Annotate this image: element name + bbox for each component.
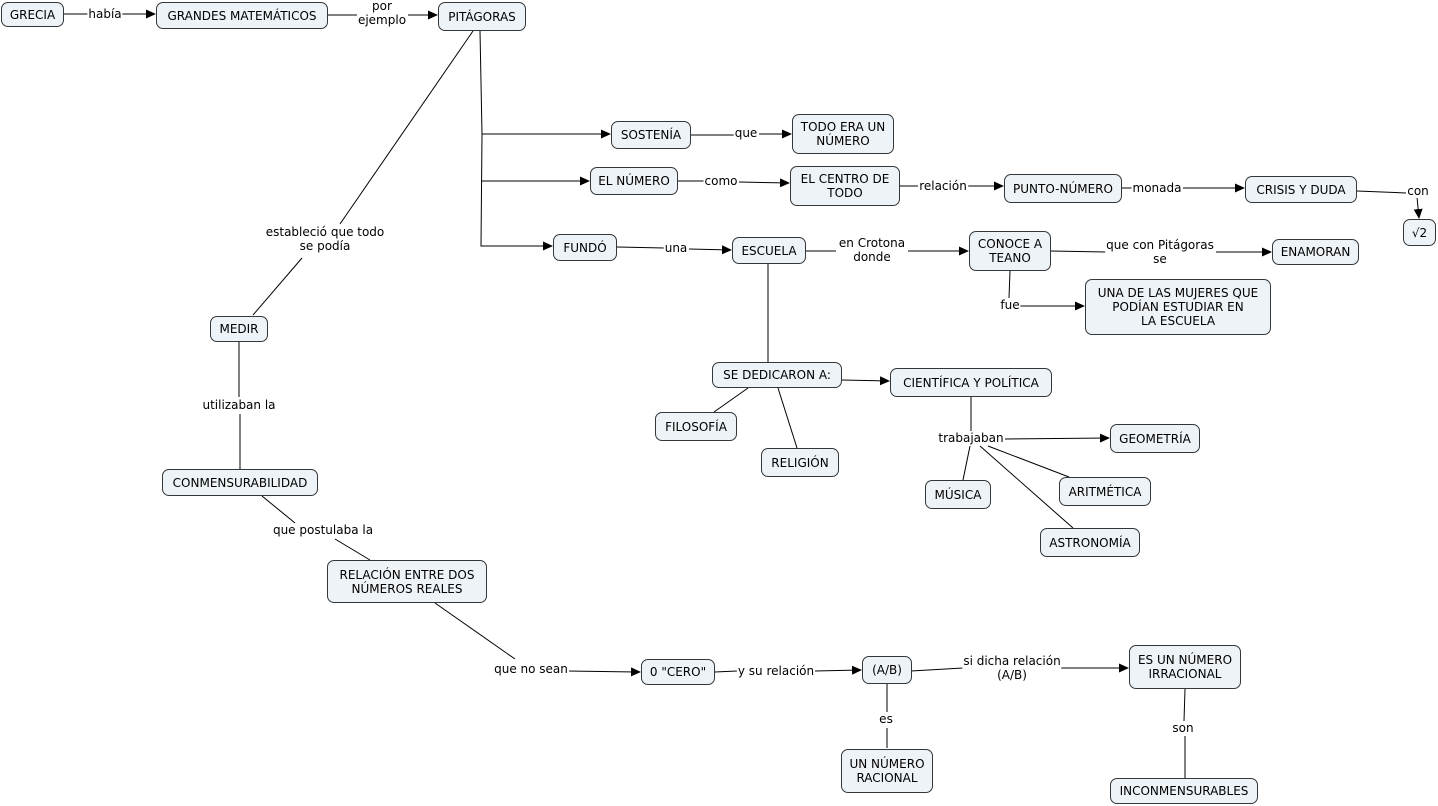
link-no-sean-cero	[566, 667, 641, 677]
link-pitagoras-fundo	[480, 133, 553, 251]
link-trabajaban-aritmetica	[987, 445, 1070, 478]
link-pitagoras-establecio	[339, 30, 474, 225]
concept-sostenia[interactable]: SOSTENÍA	[611, 121, 691, 149]
link-dedicaron-religion	[777, 387, 798, 449]
concept-medir[interactable]: MEDIR	[210, 316, 268, 342]
concept-inconmensurables[interactable]: INCONMENSURABLES	[1110, 778, 1258, 804]
link-dedicaron-filosofia	[713, 387, 749, 413]
link-teano-que-con	[1050, 250, 1107, 253]
link-cero-su-relacion	[714, 670, 738, 673]
concept-aritmetica[interactable]: ARITMÉTICA	[1059, 477, 1151, 506]
link-label-que-con-pitagoras: que con Pitágoras se	[1105, 238, 1215, 266]
link-label-es: es	[878, 712, 894, 726]
concept-astronomia[interactable]: ASTRONOMÍA	[1040, 528, 1140, 557]
link-label-trabajaban: trabajaban	[937, 431, 1005, 445]
concept-religion[interactable]: RELIGIÓN	[761, 448, 839, 477]
concept-crisis-y-duda[interactable]: CRISIS Y DUDA	[1245, 176, 1357, 203]
concept-musica[interactable]: MÚSICA	[925, 480, 991, 509]
concept-relacion-entre[interactable]: RELACIÓN ENTRE DOS NÚMEROS REALES	[327, 560, 487, 603]
link-postulaba-relacion	[334, 538, 371, 561]
concept-grecia[interactable]: GRECIA	[1, 2, 64, 27]
link-su-relacion-ab	[814, 665, 862, 675]
concept-raiz-dos[interactable]: √2	[1403, 219, 1436, 246]
concept-filosofia[interactable]: FILOSOFÍA	[655, 412, 737, 441]
link-como-centro	[738, 178, 790, 188]
link-label-que: que	[733, 126, 759, 140]
link-fundo-una	[616, 246, 665, 249]
link-label-utilizaban-la: utilizaban la	[201, 398, 277, 412]
concept-un-numero-racional[interactable]: UN NÚMERO RACIONAL	[841, 749, 933, 793]
concept-grandes-matematicos[interactable]: GRANDES MATEMÁTICOS	[156, 2, 328, 29]
link-label-por-ejemplo: por ejemplo	[356, 0, 408, 27]
link-relacion-no-sean	[434, 602, 516, 660]
link-ab-si-dicha	[910, 667, 964, 672]
concept-todo-era-un-numero[interactable]: TODO ERA UN NÚMERO	[792, 114, 894, 154]
link-label-relacion: relación	[918, 179, 968, 193]
link-trabajaban-musica	[962, 445, 971, 481]
link-label-son: son	[1171, 721, 1195, 735]
link-label-como: como	[703, 174, 739, 188]
link-label-una: una	[663, 241, 689, 255]
concept-se-dedicaron[interactable]: SE DEDICARON A:	[712, 362, 842, 388]
concept-ab[interactable]: (A/B)	[862, 656, 912, 684]
link-crisis-con	[1356, 190, 1407, 194]
concept-conmensurabilidad[interactable]: CONMENSURABILIDAD	[162, 469, 318, 496]
concept-es-un-numero-irracional[interactable]: ES UN NÚMERO IRRACIONAL	[1129, 645, 1241, 689]
link-label-en-crotona: en Crotona donde	[837, 236, 907, 264]
link-label-fue: fue	[999, 298, 1021, 312]
concept-el-centro-de-todo[interactable]: EL CENTRO DE TODO	[790, 166, 900, 206]
link-label-establecio: estableció que todo se podía	[264, 225, 386, 253]
concept-punto-numero[interactable]: PUNTO-NÚMERO	[1004, 174, 1122, 203]
link-con-raiz	[1413, 196, 1423, 219]
concept-una-de-las-mujeres[interactable]: UNA DE LAS MUJERES QUE PODÍAN ESTUDIAR E…	[1085, 279, 1271, 335]
concept-el-numero[interactable]: EL NÚMERO	[590, 167, 678, 195]
concept-fundo[interactable]: FUNDÓ	[553, 234, 617, 261]
link-trabajaban-geometria	[1004, 433, 1110, 443]
link-label-y-su-relacion: y su relación	[736, 664, 816, 678]
link-label-habia: había	[87, 7, 123, 21]
concept-pitagoras[interactable]: PITÁGORAS	[438, 2, 526, 31]
link-establecio-medir	[252, 257, 303, 316]
concept-enamoran[interactable]: ENAMORAN	[1272, 239, 1359, 265]
concept-cero[interactable]: 0 "CERO"	[641, 659, 715, 685]
concept-escuela[interactable]: ESCUELA	[732, 237, 806, 264]
link-label-monada: monada	[1131, 181, 1183, 195]
concept-geometria[interactable]: GEOMETRÍA	[1110, 424, 1200, 453]
concept-cientifica-y-politica[interactable]: CIENTÍFICA Y POLÍTICA	[890, 368, 1052, 397]
link-teano-fue	[1008, 270, 1011, 299]
link-label-si-dicha-relacion: si dicha relación (A/B)	[962, 654, 1062, 682]
link-label-que-postulaba-la: que postulaba la	[271, 523, 375, 537]
link-una-escuela	[688, 245, 732, 255]
link-conmensurabilidad-postulaba	[261, 495, 296, 524]
link-label-con: con	[1406, 184, 1430, 198]
link-pitagoras-sostenia	[479, 30, 611, 139]
link-label-que-no-sean: que no sean	[493, 662, 569, 676]
link-trabajaban-astronomia	[979, 445, 1074, 529]
link-dedicaron-cientifica	[841, 376, 890, 386]
concept-conoce-a-teano[interactable]: CONOCE A TEANO	[969, 231, 1051, 271]
link-irracional-son	[1183, 688, 1186, 722]
